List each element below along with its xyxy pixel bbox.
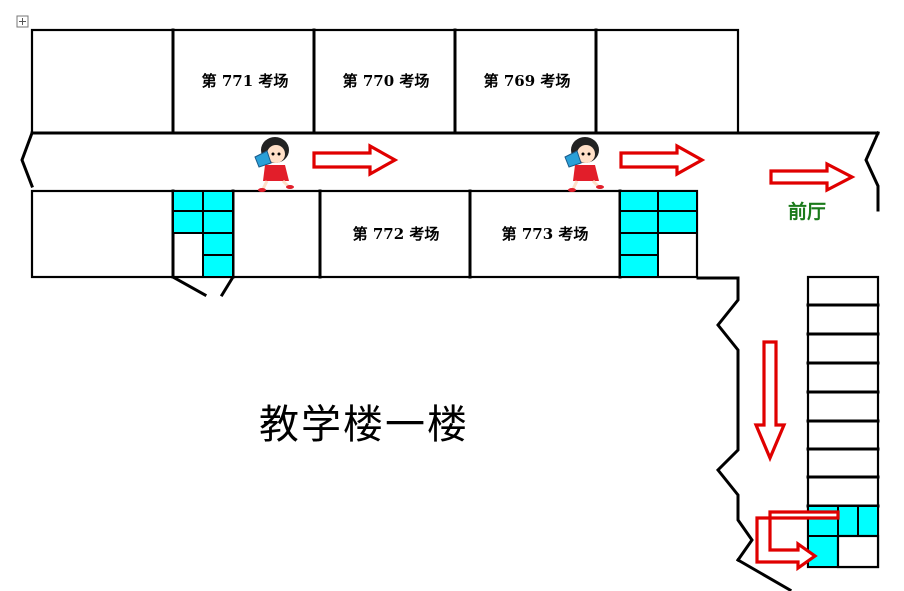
middle-staircase [619, 190, 698, 278]
front-hall-label: 前厅 [788, 200, 826, 223]
right-stair-column [806, 275, 880, 569]
corridor-walls [20, 131, 880, 591]
running-girl-icon [564, 137, 604, 192]
running-girl-icon [254, 137, 294, 192]
arrow-icon [755, 510, 840, 572]
top-room-row [30, 28, 740, 135]
bottom-room-row [30, 189, 699, 298]
arrow-icon [619, 143, 706, 177]
floor-title: 教学楼一楼 [259, 402, 469, 448]
left-staircase [172, 190, 234, 278]
arrow-icon [312, 143, 399, 177]
top-row-outline [30, 28, 740, 135]
arrow-icon [769, 161, 856, 193]
room-769-label: 第 769 考场 [484, 72, 571, 90]
move-handle-icon[interactable] [16, 15, 29, 28]
room-770-label: 第 770 考场 [343, 72, 430, 90]
room-771-label: 第 771 考场 [202, 72, 289, 90]
arrow-icon [753, 340, 787, 463]
room-772-label: 第 772 考场 [353, 225, 440, 243]
bottom-row-outline [30, 189, 699, 279]
room-773-label: 第 773 考场 [502, 225, 589, 243]
